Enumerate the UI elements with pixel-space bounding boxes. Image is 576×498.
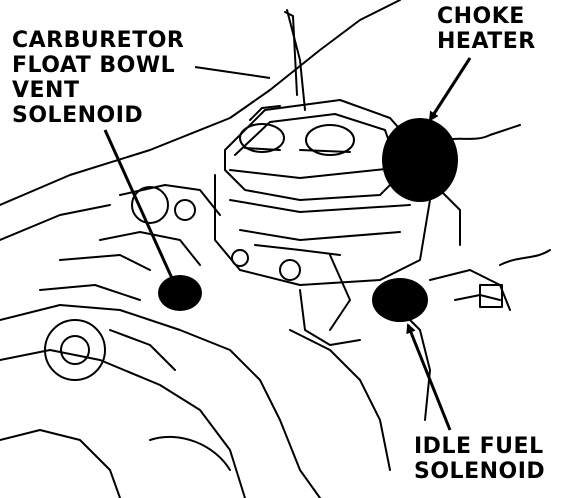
idle-fuel-solenoid-leader — [406, 323, 452, 431]
throttle-cable-rod-2 — [284, 11, 298, 96]
vent-solenoid-callout: CARBURETOR FLOAT BOWL VENT SOLENOID — [12, 28, 184, 128]
choke-heater-label-line-2: HEATER — [437, 29, 536, 54]
vent-solenoid-label-line-2: FLOAT BOWL — [12, 53, 176, 78]
vent-solenoid-label-line-4: SOLENOID — [12, 103, 144, 128]
vent-solenoid-label-line-1: CARBURETOR — [12, 28, 185, 53]
highlighted-components — [158, 118, 458, 322]
float-bowl-leader-line — [194, 66, 271, 79]
carburetor-air-horn — [224, 99, 406, 201]
choke-heater-label-line-1: CHOKE — [437, 4, 525, 29]
intake-manifold — [0, 299, 431, 498]
idle-fuel-solenoid-label-line-1: IDLE FUEL — [414, 434, 544, 459]
choke-heater-body — [382, 118, 458, 202]
idle-fuel-solenoid-body — [372, 278, 428, 322]
vent-solenoid-label-line-3: VENT — [12, 78, 80, 103]
choke-heater-leader — [428, 57, 472, 122]
carburetor-body — [214, 174, 431, 346]
throttle-linkage — [39, 184, 221, 301]
idle-fuel-solenoid-label-line-2: SOLENOID — [414, 459, 546, 484]
choke-heater-callout: CHOKE HEATER — [437, 4, 536, 54]
vent-solenoid-body — [158, 275, 202, 311]
throttle-cable-rod — [286, 9, 306, 111]
firewall-outline-inner — [0, 204, 111, 241]
firewall-outline — [0, 0, 401, 206]
idle-fuel-solenoid-callout: IDLE FUEL SOLENOID — [414, 434, 545, 484]
vent-solenoid-leader — [103, 129, 177, 287]
